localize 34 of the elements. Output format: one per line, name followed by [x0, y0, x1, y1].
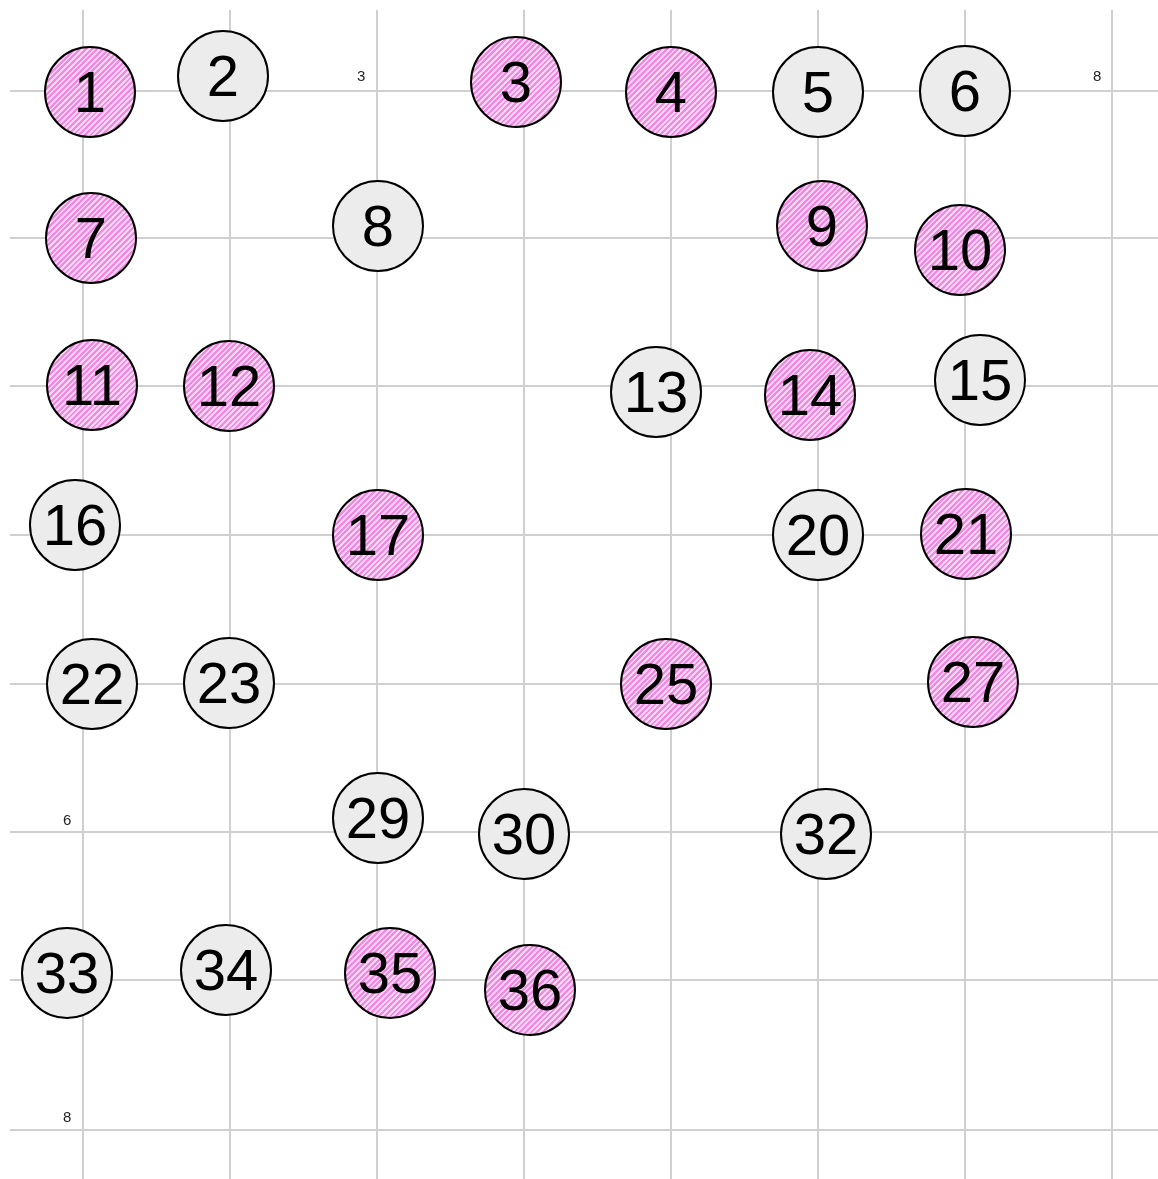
circle-number: 35 [357, 944, 423, 1002]
circle-number: 15 [947, 351, 1013, 409]
circle-number: 22 [59, 655, 125, 713]
circle-number: 33 [34, 944, 100, 1002]
circle-number: 8 [361, 197, 395, 255]
circle-number: 1 [73, 63, 107, 121]
grid-number: 6 [63, 811, 72, 828]
circle-number: 34 [193, 941, 259, 999]
circle-number: 14 [777, 366, 843, 424]
circle-number: 20 [785, 506, 851, 564]
circle-number: 32 [793, 805, 859, 863]
circle-number: 16 [42, 496, 108, 554]
grid-number: 3 [357, 67, 366, 84]
circle-number: 21 [933, 505, 999, 563]
circle-number: 27 [940, 653, 1006, 711]
grid-number: 8 [63, 1108, 72, 1125]
circle-number: 13 [623, 363, 689, 421]
circle-number: 6 [948, 62, 982, 120]
circle-number: 2 [206, 47, 240, 105]
circle-number: 10 [927, 221, 993, 279]
circle-number: 17 [345, 506, 411, 564]
circle-number: 11 [61, 356, 123, 414]
circle-number: 4 [654, 63, 688, 121]
circle-number: 30 [491, 805, 557, 863]
circle-number: 7 [74, 209, 108, 267]
circle-number: 5 [801, 63, 835, 121]
circle-number: 12 [196, 357, 262, 415]
circle-number: 36 [497, 961, 563, 1019]
circle-number: 3 [499, 53, 533, 111]
circle-number: 25 [633, 655, 699, 713]
circle-number: 9 [805, 197, 839, 255]
grid-number: 8 [1093, 67, 1102, 84]
circle-number: 29 [345, 789, 411, 847]
circle-number: 23 [196, 654, 262, 712]
